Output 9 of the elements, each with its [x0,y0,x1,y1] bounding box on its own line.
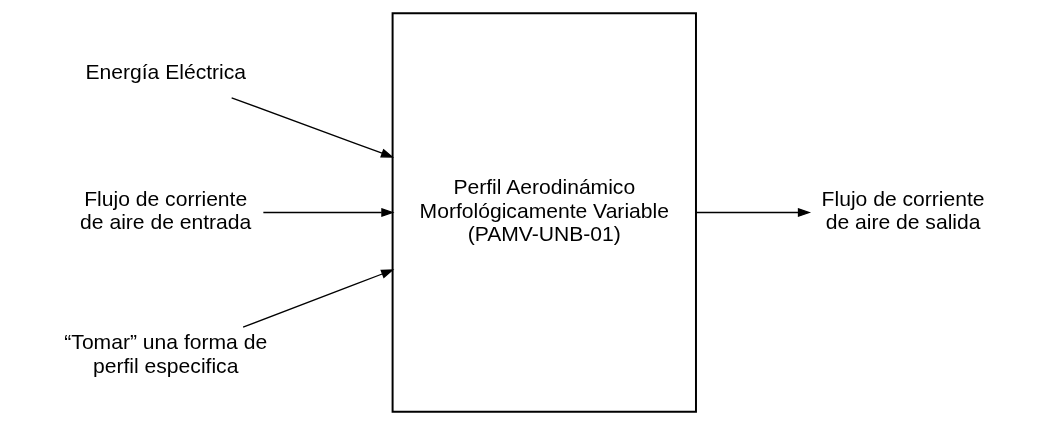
arrow [242,269,395,328]
node-text: Flujo de corriente de aire de entrada [80,186,252,234]
node-text: Energía Eléctrica [85,60,247,84]
node-text: “Tomar” una forma de perfil especifica [64,330,268,378]
arrow [231,97,395,158]
arrow [262,207,395,218]
node-box: Perfil Aerodinámico Morfológicamente Variable (PAMV-UNB-01) [391,12,697,413]
arrow [695,207,812,218]
node-text: Flujo de corriente de aire de salida [821,186,985,234]
